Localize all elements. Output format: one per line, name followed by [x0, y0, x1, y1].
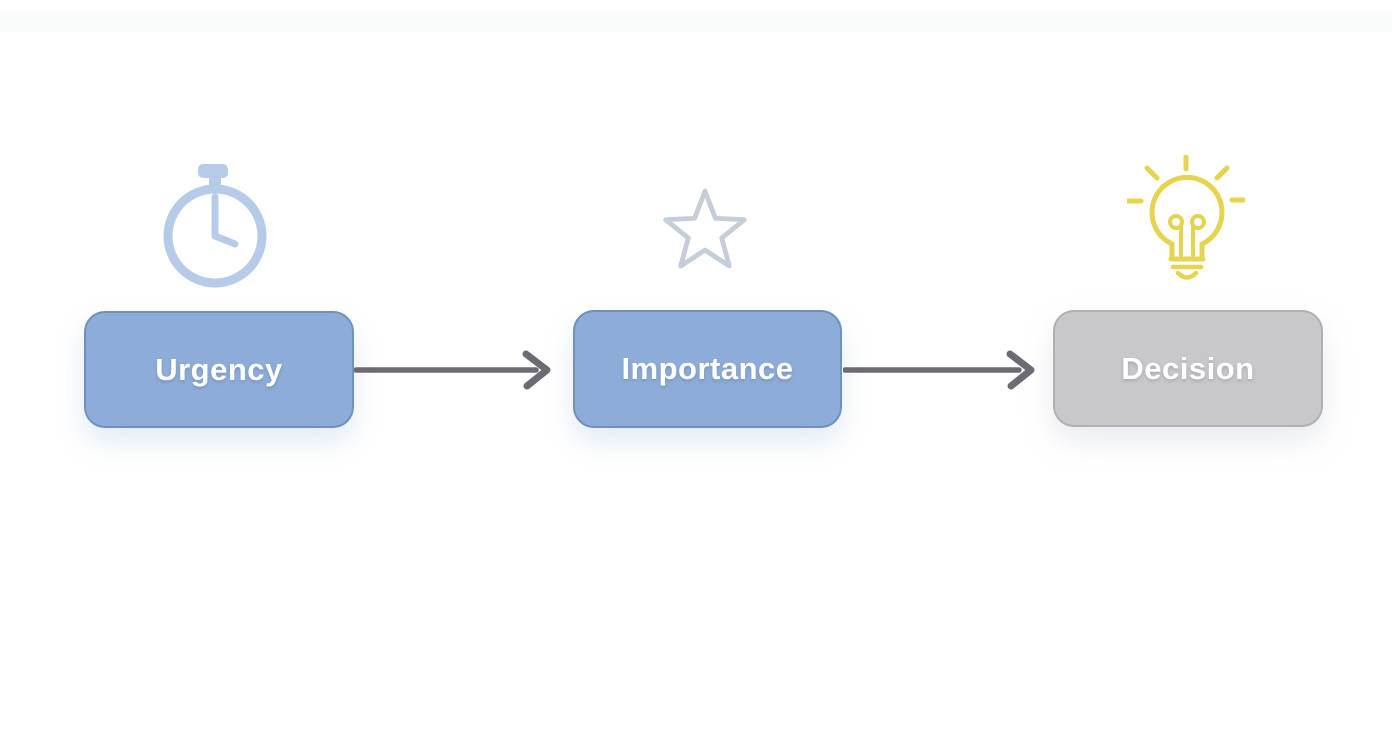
node-importance: Importance	[573, 310, 842, 428]
background-band	[0, 11, 1392, 32]
stopwatch-icon	[163, 162, 267, 288]
star-icon	[661, 187, 749, 271]
node-importance-label: Importance	[621, 351, 794, 386]
node-urgency-label: Urgency	[155, 351, 283, 387]
node-decision: Decision	[1053, 310, 1323, 427]
node-urgency: Urgency	[84, 311, 354, 428]
node-decision-label: Decision	[1121, 350, 1255, 386]
arrow-right-icon	[843, 345, 1035, 393]
lightbulb-icon	[1127, 155, 1245, 287]
arrow-right-icon	[354, 345, 554, 393]
